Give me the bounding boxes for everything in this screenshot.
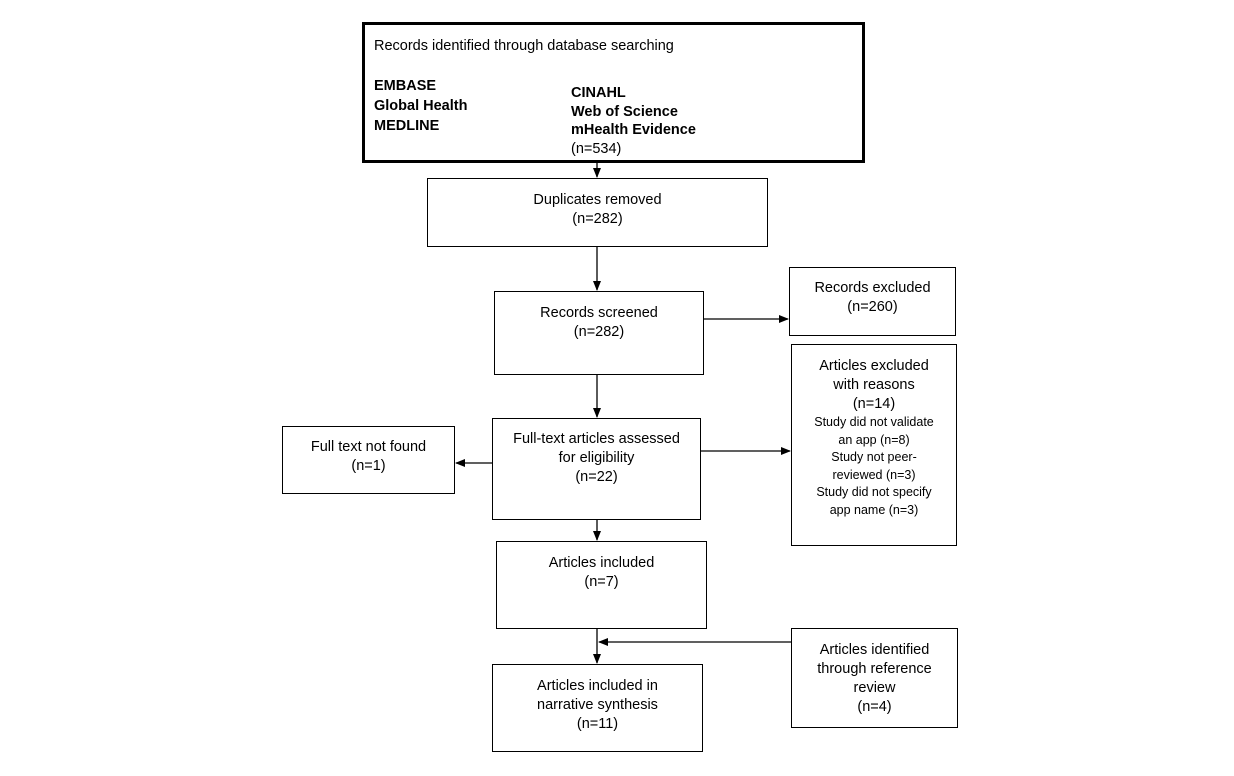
exclusion-reason-1-line2: an app (n=8) — [838, 432, 910, 447]
exclusion-reason-2-line1: Study not peer- — [831, 450, 917, 464]
articles-excluded-count: (n=14) — [852, 396, 896, 412]
articles-excluded-label-2: with reasons — [833, 377, 915, 393]
narrative-synthesis-box: Articles included in narrative synthesis… — [492, 664, 703, 752]
narrative-synthesis-label-1: Articles included in — [537, 678, 658, 694]
database-cinahl: CINAHL — [571, 85, 626, 101]
databases-right-list: CINAHL Web of Science mHealth Evidence (… — [571, 84, 696, 158]
reference-review-box: Articles identified through reference re… — [791, 628, 958, 728]
exclusion-reason-3-line1: Study did not specify — [816, 485, 932, 499]
fulltext-not-found-label: Full text not found — [310, 439, 427, 455]
exclusion-reason-3-line2: app name (n=3) — [829, 502, 919, 517]
records-excluded-count: (n=260) — [847, 299, 898, 315]
articles-excluded-box: Articles excluded with reasons (n=14) St… — [791, 344, 957, 546]
fulltext-assessed-label-2: for eligibility — [558, 450, 635, 466]
exclusion-reason-1-line1: Study did not validate — [814, 415, 934, 429]
records-excluded-label: Records excluded — [814, 280, 931, 296]
duplicates-removed-count: (n=282) — [572, 211, 623, 227]
records-screened-box: Records screened (n=282) — [494, 291, 704, 375]
fulltext-not-found-count: (n=1) — [351, 458, 386, 474]
database-web-of-science: Web of Science — [571, 103, 678, 120]
reference-review-label-1: Articles identified — [819, 642, 930, 658]
records-identified-count: (n=534) — [571, 140, 622, 157]
records-screened-count: (n=282) — [573, 324, 625, 340]
fulltext-assessed-box: Full-text articles assessed for eligibil… — [492, 418, 701, 520]
articles-included-box: Articles included (n=7) — [496, 541, 707, 629]
narrative-synthesis-label-2: narrative synthesis — [537, 697, 658, 713]
duplicates-removed-label: Duplicates removed — [533, 192, 662, 208]
articles-included-count: (n=7) — [584, 574, 619, 590]
reference-review-count: (n=4) — [857, 699, 892, 715]
fulltext-assessed-count: (n=22) — [575, 469, 618, 485]
records-screened-label: Records screened — [540, 305, 658, 321]
database-embase: EMBASE — [374, 78, 437, 94]
records-identified-box: Records identified through database sear… — [362, 22, 865, 163]
articles-excluded-label-1: Articles excluded — [819, 358, 929, 374]
articles-included-label: Articles included — [548, 555, 655, 571]
fulltext-not-found-box: Full text not found (n=1) — [282, 426, 455, 494]
records-identified-title: Records identified through database sear… — [374, 38, 674, 54]
duplicates-removed-box: Duplicates removed (n=282) — [427, 178, 768, 247]
reference-review-label-3: review — [853, 680, 896, 696]
databases-left-list: EMBASE Global Health MEDLINE — [374, 76, 467, 136]
narrative-synthesis-count: (n=11) — [576, 716, 619, 732]
fulltext-assessed-label-1: Full-text articles assessed — [513, 431, 680, 447]
database-medline: MEDLINE — [374, 118, 440, 134]
records-excluded-box: Records excluded (n=260) — [789, 267, 956, 336]
exclusion-reason-2-line2: reviewed (n=3) — [832, 467, 916, 482]
database-global-health: Global Health — [374, 98, 468, 114]
database-mhealth-evidence: mHealth Evidence — [571, 122, 696, 138]
reference-review-label-2: through reference — [817, 661, 932, 677]
